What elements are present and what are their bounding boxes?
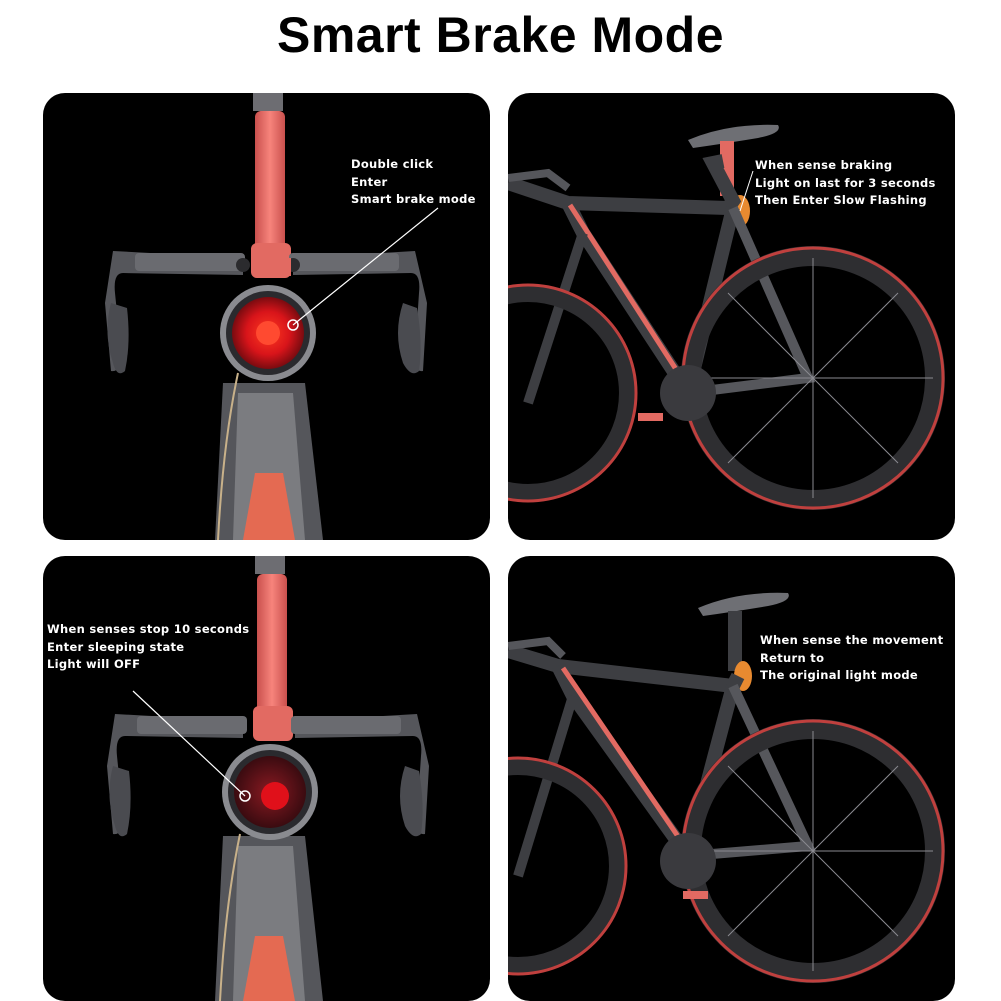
caption-line: Smart brake mode xyxy=(351,192,476,206)
panel-sleeping: When senses stop 10 seconds Enter sleepi… xyxy=(43,556,490,1001)
panel-braking: When sense braking Light on last for 3 s… xyxy=(508,93,955,540)
page-title: Smart Brake Mode xyxy=(276,7,725,63)
panel-caption: When sense the movement Return to The or… xyxy=(760,632,943,685)
caption-line: Light on last for 3 seconds xyxy=(755,175,936,190)
panel-movement: When sense the movement Return to The or… xyxy=(508,556,955,1001)
panel-caption: When senses stop 10 seconds Enter sleepi… xyxy=(47,621,249,674)
caption-line: Enter sleeping state xyxy=(47,639,185,654)
caption-line: Enter xyxy=(351,174,388,189)
handlebar-light-sleep-illustration xyxy=(107,556,429,1001)
caption-line: Double click xyxy=(351,157,434,171)
bicycle-braking-illustration xyxy=(508,124,945,510)
panel-caption: When sense braking Light on last for 3 s… xyxy=(755,157,936,210)
caption-line: Light will OFF xyxy=(47,657,141,671)
caption-line: When senses stop 10 seconds xyxy=(47,622,250,636)
caption-line: When sense braking xyxy=(755,158,893,172)
caption-line: The original light mode xyxy=(760,668,919,682)
handlebar-light-illustration xyxy=(105,93,439,540)
caption-line: Then Enter Slow Flashing xyxy=(755,193,927,207)
caption-line: When sense the movement xyxy=(760,633,944,647)
panel-caption: Double click Enter Smart brake mode xyxy=(351,156,476,209)
panel-double-click: Double click Enter Smart brake mode xyxy=(43,93,490,540)
caption-line: Return to xyxy=(760,650,825,665)
bicycle-movement-illustration xyxy=(508,592,945,983)
